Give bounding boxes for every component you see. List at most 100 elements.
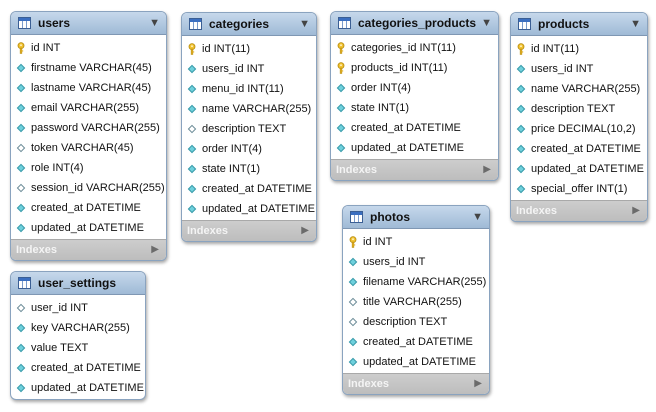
table-icon: [350, 211, 363, 223]
indexes-footer[interactable]: Indexes ▶: [11, 239, 166, 260]
collapse-arrow-icon[interactable]: ▼: [149, 17, 160, 29]
column-label: firstname VARCHAR(45): [31, 62, 152, 74]
diamond-icon: [13, 163, 29, 173]
column-label: order INT(4): [351, 82, 411, 94]
column-label: state INT(1): [202, 163, 261, 175]
column-row[interactable]: id INT: [11, 38, 166, 58]
column-row[interactable]: created_at DATETIME: [511, 139, 647, 159]
indexes-footer[interactable]: Indexes ▶: [511, 200, 647, 221]
column-row[interactable]: value TEXT: [11, 338, 145, 358]
column-row[interactable]: token VARCHAR(45): [11, 138, 166, 158]
expand-arrow-icon[interactable]: ▶: [301, 225, 309, 236]
table-categories-products[interactable]: categories_products ▼ categories_id INT(…: [330, 11, 499, 181]
table-categories[interactable]: categories ▼ id INT(11)users_id INT menu_…: [181, 12, 317, 242]
table-name: categories: [209, 17, 270, 31]
column-label: order INT(4): [202, 143, 262, 155]
column-row[interactable]: firstname VARCHAR(45): [11, 58, 166, 78]
table-photos[interactable]: photos ▼ id INT users_id INT filename VARC…: [342, 205, 490, 395]
collapse-arrow-icon[interactable]: ▼: [630, 18, 641, 30]
diamond-icon: [13, 123, 29, 133]
collapse-arrow-icon[interactable]: ▼: [472, 211, 483, 223]
column-row[interactable]: user_id INT: [11, 298, 145, 318]
column-row[interactable]: role INT(4): [11, 158, 166, 178]
diamond-icon: [184, 64, 200, 74]
column-row[interactable]: order INT(4): [182, 139, 316, 159]
key-icon: [333, 42, 349, 54]
column-row[interactable]: key VARCHAR(255): [11, 318, 145, 338]
column-row[interactable]: email VARCHAR(255): [11, 98, 166, 118]
table-icon: [338, 17, 351, 29]
table-header[interactable]: users ▼: [11, 12, 166, 35]
column-label: users_id INT: [531, 63, 594, 75]
diamond-icon: [333, 143, 349, 153]
column-row[interactable]: lastname VARCHAR(45): [11, 78, 166, 98]
collapse-arrow-icon[interactable]: ▼: [481, 17, 492, 29]
column-row[interactable]: id INT: [343, 232, 489, 252]
table-products[interactable]: products ▼ id INT(11) users_id INT name VA…: [510, 12, 648, 222]
column-row[interactable]: updated_at DATETIME: [182, 199, 316, 219]
column-row[interactable]: users_id INT: [511, 59, 647, 79]
column-row[interactable]: updated_at DATETIME: [331, 138, 498, 158]
column-row[interactable]: created_at DATETIME: [343, 332, 489, 352]
column-row[interactable]: order INT(4): [331, 78, 498, 98]
indexes-footer[interactable]: Indexes ▶: [343, 373, 489, 394]
indexes-footer[interactable]: Indexes ▶: [331, 159, 498, 180]
expand-arrow-icon[interactable]: ▶: [632, 205, 640, 216]
column-label: updated_at DATETIME: [363, 356, 476, 368]
column-row[interactable]: state INT(1): [331, 98, 498, 118]
column-row[interactable]: created_at DATETIME: [11, 358, 145, 378]
column-label: description TEXT: [531, 103, 616, 115]
column-row[interactable]: description TEXT: [343, 312, 489, 332]
column-row[interactable]: created_at DATETIME: [331, 118, 498, 138]
table-header[interactable]: photos ▼: [343, 206, 489, 229]
column-label: menu_id INT(11): [202, 83, 284, 95]
table-header[interactable]: categories_products ▼: [331, 12, 498, 35]
diamond-icon: [13, 103, 29, 113]
table-users[interactable]: users ▼ id INT firstname VARCHAR(45) lastn…: [10, 11, 167, 261]
column-row[interactable]: price DECIMAL(10,2): [511, 119, 647, 139]
column-row[interactable]: products_id INT(11): [331, 58, 498, 78]
column-row[interactable]: updated_at DATETIME: [11, 218, 166, 238]
indexes-label: Indexes: [336, 164, 377, 176]
table-header[interactable]: categories ▼: [182, 13, 316, 36]
column-list: id INT(11)users_id INT menu_id INT(11) nam…: [182, 36, 316, 220]
column-label: email VARCHAR(255): [31, 102, 139, 114]
column-row[interactable]: description TEXT: [511, 99, 647, 119]
hollow-diamond-icon: [13, 183, 29, 193]
column-row[interactable]: updated_at DATETIME: [343, 352, 489, 372]
column-row[interactable]: description TEXT: [182, 119, 316, 139]
table-header[interactable]: products ▼: [511, 13, 647, 36]
column-label: updated_at DATETIME: [202, 203, 315, 215]
diamond-icon: [513, 104, 529, 114]
column-row[interactable]: id INT(11): [182, 39, 316, 59]
expand-arrow-icon[interactable]: ▶: [151, 244, 159, 255]
column-row[interactable]: filename VARCHAR(255): [343, 272, 489, 292]
column-row[interactable]: updated_at DATETIME: [11, 378, 145, 398]
key-icon: [184, 43, 200, 55]
column-row[interactable]: special_offer INT(1): [511, 179, 647, 199]
expand-arrow-icon[interactable]: ▶: [483, 164, 491, 175]
column-row[interactable]: updated_at DATETIME: [511, 159, 647, 179]
column-row[interactable]: menu_id INT(11): [182, 79, 316, 99]
column-row[interactable]: state INT(1): [182, 159, 316, 179]
column-row[interactable]: name VARCHAR(255): [511, 79, 647, 99]
column-row[interactable]: title VARCHAR(255): [343, 292, 489, 312]
column-row[interactable]: id INT(11): [511, 39, 647, 59]
indexes-footer[interactable]: Indexes ▶: [182, 220, 316, 241]
diamond-icon: [13, 363, 29, 373]
column-row[interactable]: password VARCHAR(255): [11, 118, 166, 138]
column-row[interactable]: users_id INT: [343, 252, 489, 272]
column-label: users_id INT: [363, 256, 426, 268]
column-row[interactable]: session_id VARCHAR(255): [11, 178, 166, 198]
column-row[interactable]: created_at DATETIME: [11, 198, 166, 218]
column-row[interactable]: created_at DATETIME: [182, 179, 316, 199]
column-row[interactable]: name VARCHAR(255): [182, 99, 316, 119]
collapse-arrow-icon[interactable]: ▼: [299, 18, 310, 30]
column-label: id INT: [363, 236, 393, 248]
expand-arrow-icon[interactable]: ▶: [474, 378, 482, 389]
table-header[interactable]: user_settings: [11, 272, 145, 295]
column-row[interactable]: categories_id INT(11): [331, 38, 498, 58]
column-row[interactable]: users_id INT: [182, 59, 316, 79]
